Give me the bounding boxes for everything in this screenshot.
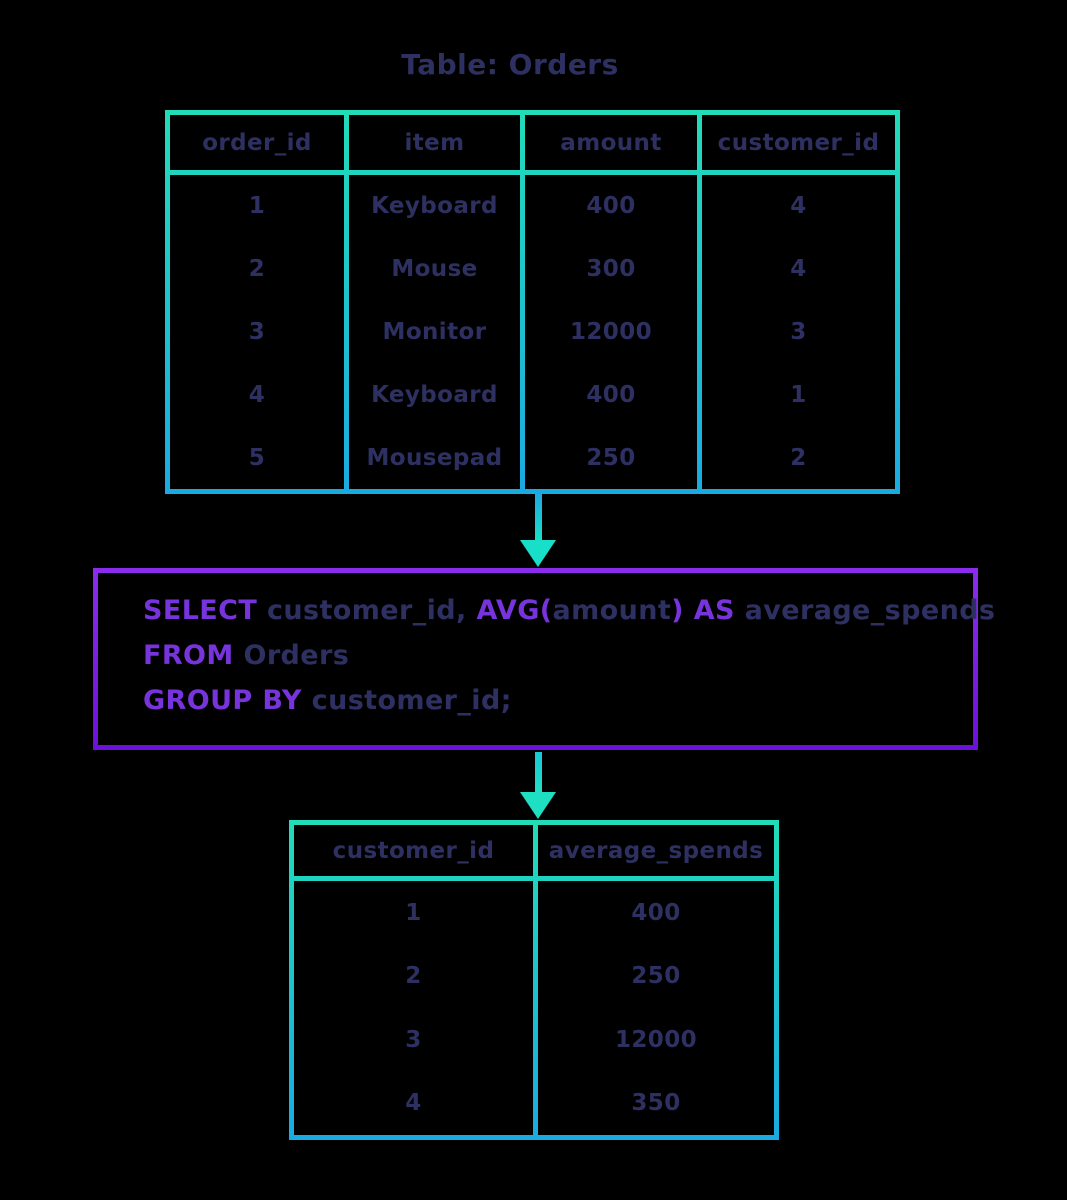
table-cell: Mouse [391, 256, 478, 283]
table-cell: 1 [405, 899, 422, 926]
table-cell: 12000 [614, 1026, 698, 1053]
sql-keyword: ) AS [671, 595, 745, 626]
table-cell: 4 [790, 193, 807, 220]
table-cell: Keyboard [371, 381, 498, 408]
sql-keyword: FROM [143, 640, 244, 671]
table-cell: 2 [790, 444, 807, 471]
table-cell: 1 [248, 193, 266, 220]
sql-identifier: amount [552, 595, 672, 626]
flow-arrow-query-to-result [520, 752, 556, 819]
sql-identifier: customer_id; [311, 685, 512, 716]
column-header: order_id [170, 115, 344, 170]
sql-identifier: customer_id, [266, 595, 477, 626]
arrow-head-icon [520, 792, 556, 819]
sql-identifier: average_spends [744, 595, 996, 626]
sql-keyword: GROUP BY [143, 685, 312, 716]
table-cell: 1 [790, 381, 807, 408]
table-cell: 4 [248, 381, 266, 408]
table-column: 4 4 3 1 2 [702, 175, 895, 489]
orders-table-title: Table: Orders [401, 48, 619, 81]
table-cell: 3 [405, 1026, 422, 1053]
column-header: customer_id [702, 115, 895, 170]
table-cell: 250 [631, 963, 681, 990]
table-cell: 2 [405, 963, 422, 990]
table-cell: 3 [790, 318, 807, 345]
table-cell: 350 [631, 1090, 681, 1117]
table-cell: 4 [790, 256, 807, 283]
table-cell: Keyboard [371, 193, 498, 220]
table-cell: 3 [248, 318, 266, 345]
table-column: 400 300 12000 400 250 [525, 175, 697, 489]
table-cell: 250 [586, 444, 636, 471]
sql-line: GROUP BY customer_id; [143, 678, 953, 723]
column-header: item [349, 115, 520, 170]
flow-arrow-orders-to-query [520, 494, 556, 567]
table-body: 1 2 3 4 400 250 12000 350 [294, 881, 774, 1135]
table-cell: 400 [631, 899, 681, 926]
table-cell: Monitor [382, 318, 487, 345]
table-cell: 2 [248, 256, 266, 283]
table-cell: 400 [586, 381, 636, 408]
sql-identifier: Orders [243, 640, 350, 671]
column-header: customer_id [294, 825, 533, 876]
sql-keyword: AVG( [476, 595, 553, 626]
table-cell: 5 [248, 444, 266, 471]
arrow-head-icon [520, 540, 556, 567]
sql-query-box: SELECT customer_id, AVG(amount) AS avera… [93, 568, 995, 750]
table-cell: 4 [405, 1090, 422, 1117]
sql-line: SELECT customer_id, AVG(amount) AS avera… [143, 588, 995, 633]
arrow-shaft [534, 494, 542, 540]
table-column: 1 2 3 4 [294, 881, 533, 1135]
table-cell: 12000 [569, 318, 653, 345]
column-header: amount [525, 115, 697, 170]
table-cell: Mousepad [366, 444, 503, 471]
arrow-shaft [534, 752, 542, 792]
table-column: 400 250 12000 350 [538, 881, 774, 1135]
table-cell: 400 [586, 193, 636, 220]
sql-line: FROM Orders [143, 633, 953, 678]
table-cell: 300 [586, 256, 636, 283]
column-header: average_spends [538, 825, 774, 876]
table-column: 1 2 3 4 5 [170, 175, 344, 489]
sql-keyword: SELECT [143, 595, 267, 626]
